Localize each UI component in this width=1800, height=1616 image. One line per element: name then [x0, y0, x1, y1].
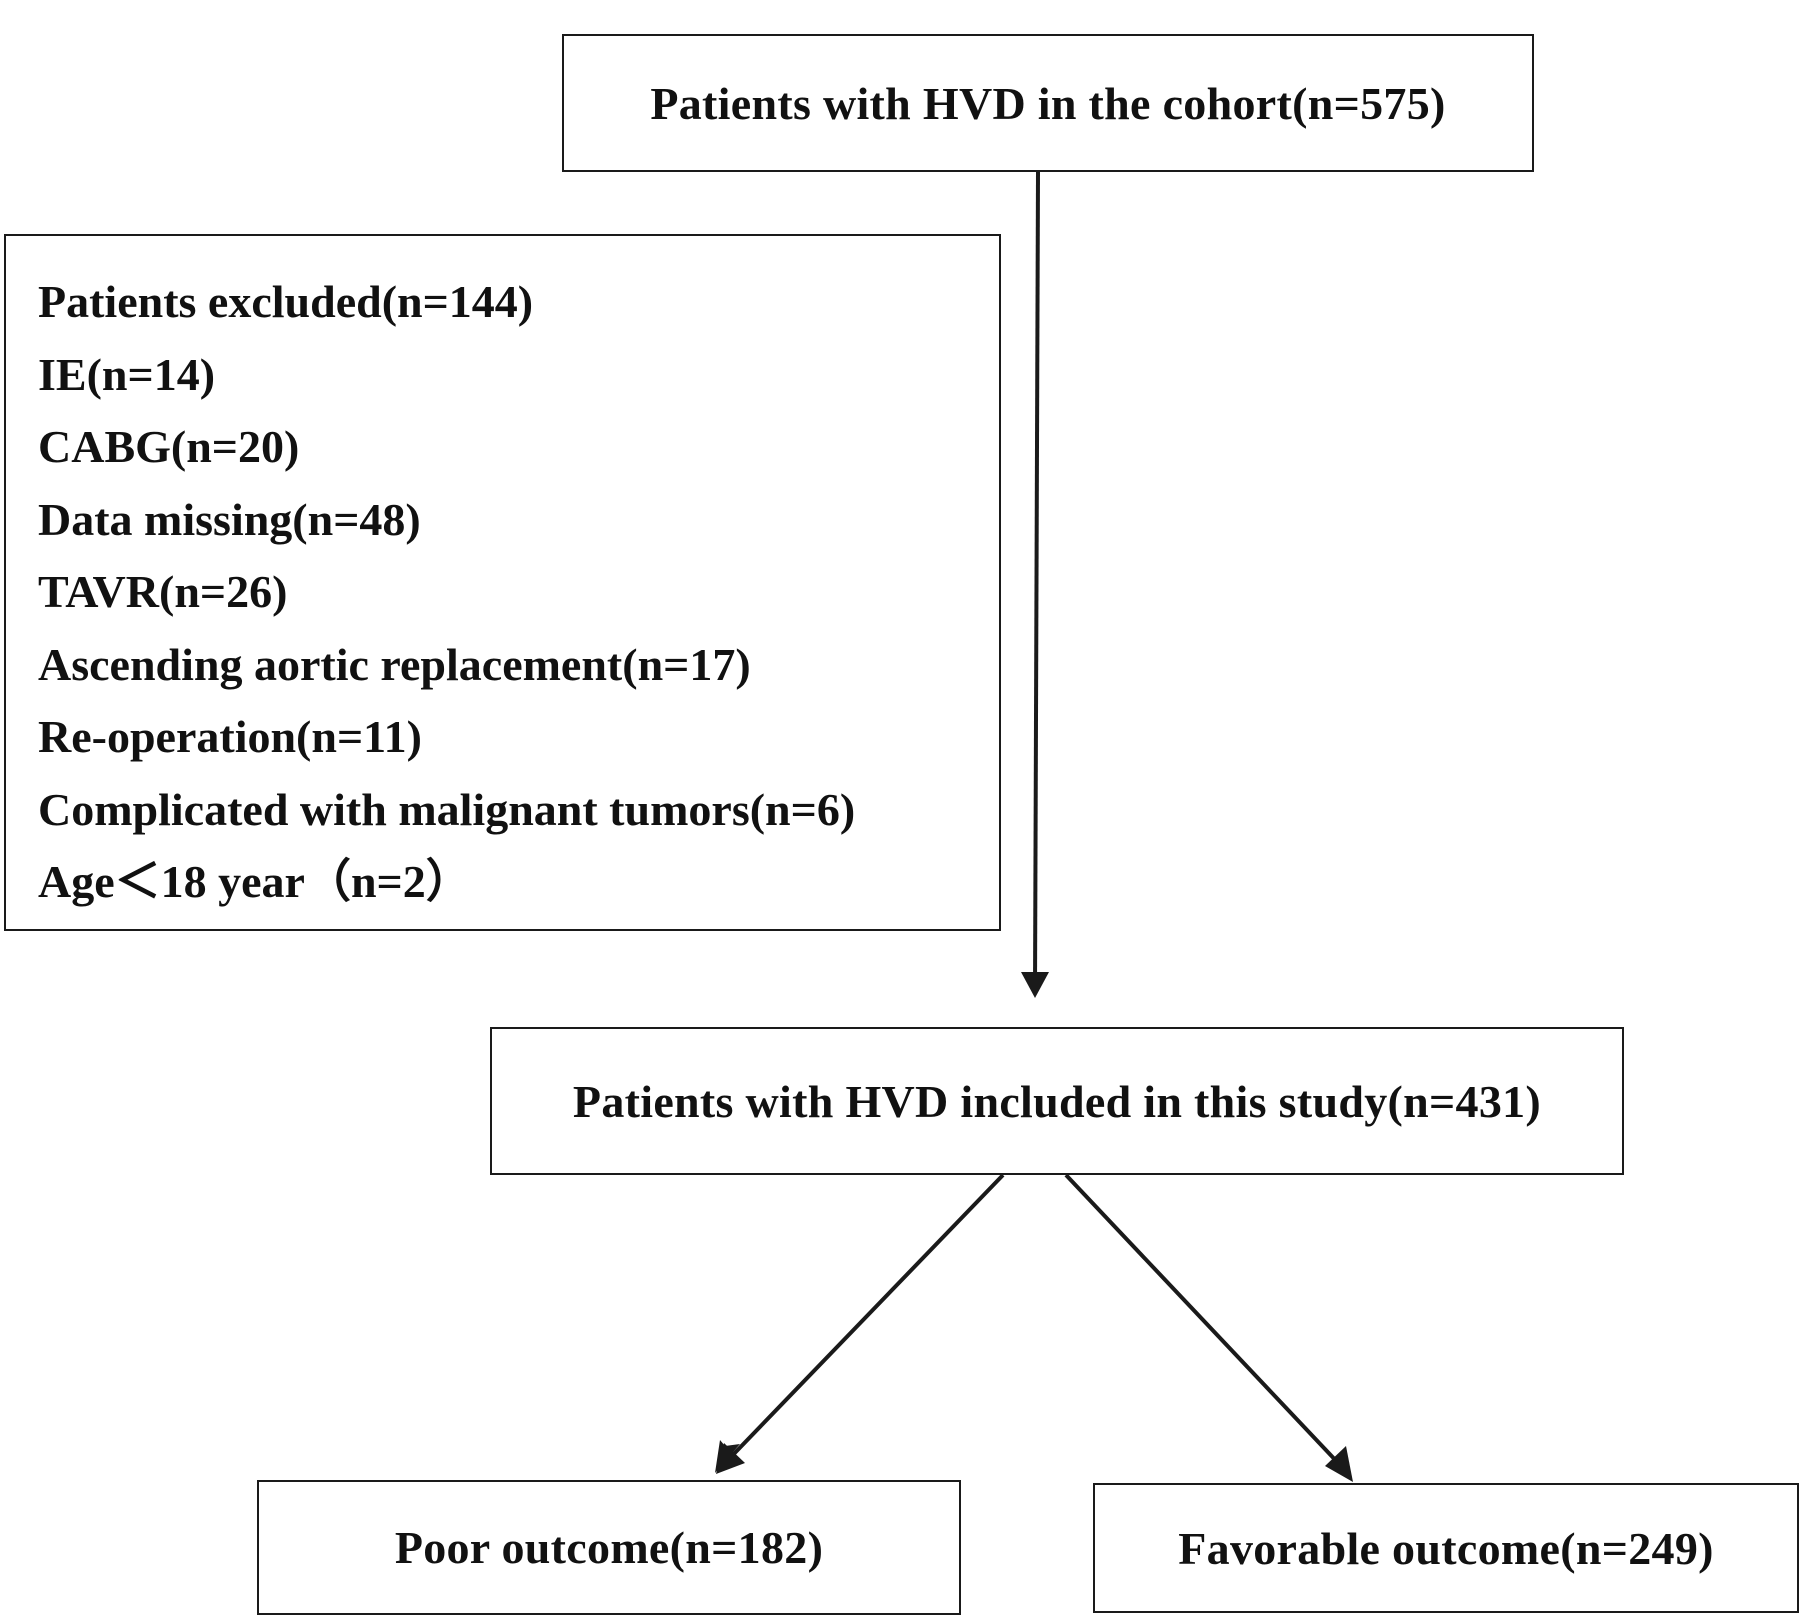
excluded-item-data-missing: Data missing(n=48): [38, 493, 421, 545]
excluded-item-malignant-tumors: Complicated with malignant tumors(n=6): [38, 783, 856, 835]
excluded-box: Patients excluded(n=144) IE(n=14) CABG(n…: [4, 234, 1001, 931]
cohort-box-label: Patients with HVD in the cohort(n=575): [650, 77, 1446, 129]
excluded-item-tavr: TAVR(n=26): [38, 566, 288, 617]
poor-outcome-box: Poor outcome(n=182): [257, 1480, 961, 1615]
included-box: Patients with HVD included in this study…: [490, 1027, 1624, 1175]
excluded-list: Patients excluded(n=144) IE(n=14) CABG(n…: [38, 266, 855, 919]
excluded-item-cabg: CABG(n=20): [38, 421, 300, 472]
favorable-outcome-box: Favorable outcome(n=249): [1093, 1483, 1799, 1613]
poor-outcome-label: Poor outcome(n=182): [394, 1522, 824, 1573]
arrow-cohort-to-included: [1033, 171, 1040, 991]
cohort-box: Patients with HVD in the cohort(n=575): [562, 34, 1534, 172]
arrow-included-to-poor: [726, 1173, 1005, 1462]
excluded-item-ie: IE(n=14): [38, 348, 216, 400]
arrowhead-included-to-poor-fill: [716, 1443, 745, 1474]
excluded-header: Patients excluded(n=144): [38, 276, 534, 327]
favorable-outcome-label: Favorable outcome(n=249): [1178, 1522, 1714, 1574]
arrowhead-cohort-to-included: [1021, 972, 1049, 998]
included-box-label: Patients with HVD included in this study…: [572, 1075, 1542, 1127]
excluded-item-ascending-aortic: Ascending aortic replacement(n=17): [38, 638, 751, 690]
arrowhead-included-to-poor: [715, 1440, 740, 1473]
arrowhead-included-to-favorable: [1325, 1446, 1353, 1482]
arrow-included-to-favorable: [1064, 1173, 1343, 1468]
excluded-item-reoperation: Re-operation(n=11): [38, 711, 422, 762]
excluded-item-age: Age＜18 year（n=2）: [38, 856, 472, 907]
